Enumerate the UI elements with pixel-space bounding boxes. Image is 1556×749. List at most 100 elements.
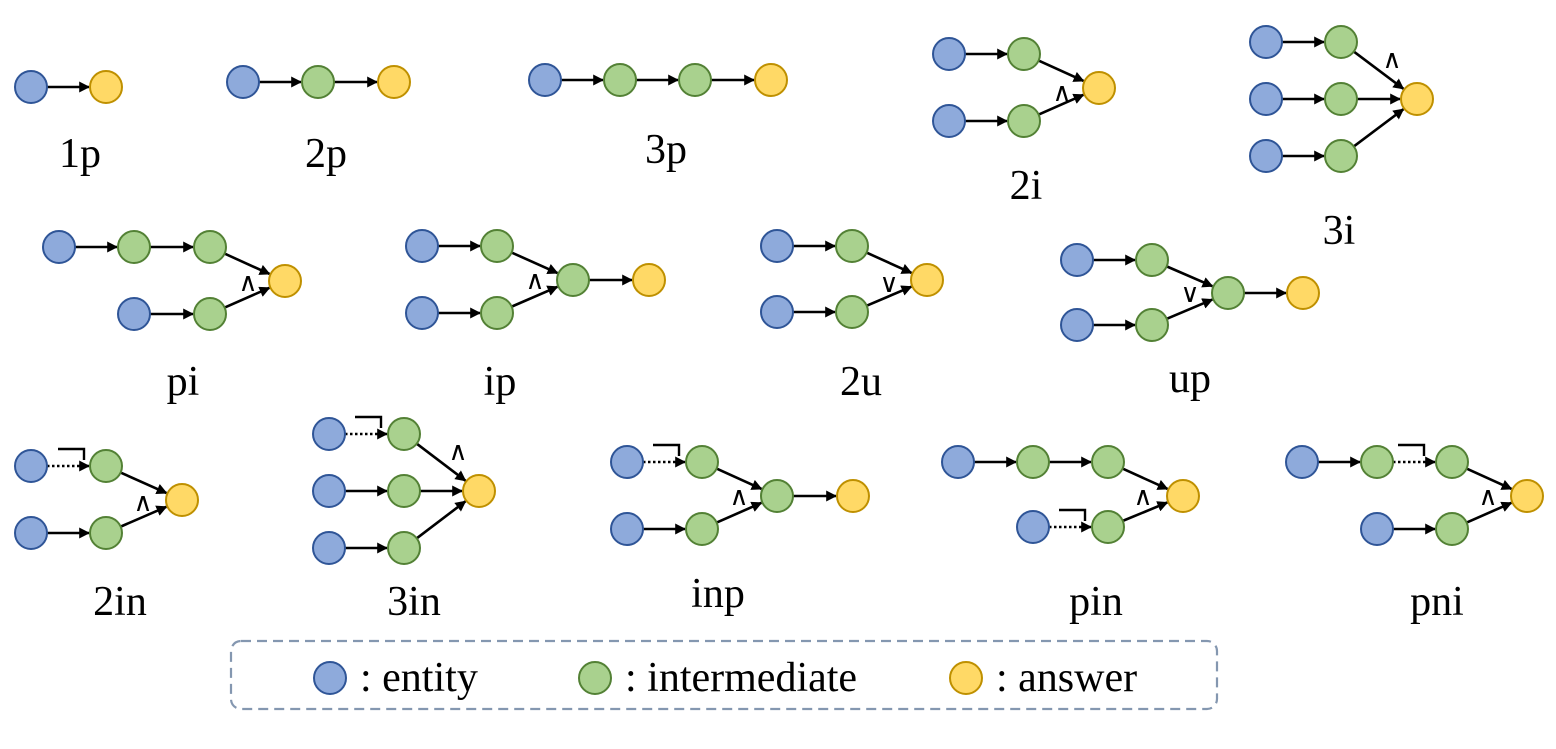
intermediate-node — [685, 445, 719, 479]
query-label-2i: 2i — [1010, 163, 1043, 209]
entity-node — [610, 445, 644, 479]
negation-symbol — [653, 443, 681, 456]
entity-node — [405, 296, 439, 330]
and-operator: ∧ — [133, 488, 152, 518]
intermediate-node — [556, 263, 590, 297]
entity-node — [14, 449, 48, 483]
relation-edge — [120, 471, 168, 495]
answer-node — [462, 474, 496, 508]
entity-node — [932, 104, 966, 138]
intermediate-node — [1007, 104, 1041, 138]
query-label-2u: 2u — [840, 359, 882, 405]
and-operator: ∧ — [1133, 482, 1152, 512]
intermediate-node — [1016, 445, 1050, 479]
and-operator: ∧ — [729, 482, 748, 512]
intermediate-node — [387, 474, 421, 508]
relation-edge — [415, 442, 467, 482]
entity-node — [1285, 445, 1319, 479]
intermediate-node — [1091, 510, 1125, 544]
relation-edge — [716, 501, 763, 524]
answer-node — [1510, 479, 1544, 513]
query-graphs: ∧∧∧∧∨∨∧∧∧∧∧ — [14, 25, 1544, 565]
intermediate-node — [835, 229, 869, 263]
entity-node — [941, 445, 975, 479]
query-graph-3i: ∧ — [1249, 25, 1434, 173]
intermediate-node — [1324, 139, 1358, 173]
query-graph-pin: ∧ — [941, 445, 1200, 544]
entity-node — [312, 531, 346, 565]
intermediate-node — [1091, 445, 1125, 479]
intermediate-node — [835, 295, 869, 329]
relation-edge — [1166, 265, 1214, 288]
answer-node — [89, 70, 123, 104]
entity-node — [117, 297, 151, 331]
relation-edge — [1122, 467, 1169, 491]
query-label-up: up — [1169, 356, 1211, 402]
legend-entity-swatch — [313, 661, 347, 695]
relation-edge — [866, 251, 913, 275]
answer-node — [1400, 82, 1434, 116]
query-graph-inp: ∧ — [610, 443, 870, 546]
intermediate-node — [678, 63, 712, 97]
legend-entity-label: : entity — [360, 655, 478, 701]
answer-node — [1286, 276, 1320, 310]
answer-node — [836, 479, 870, 513]
relation-edge — [1353, 108, 1405, 148]
query-graph-3in: ∧ — [312, 415, 496, 565]
or-operator: ∨ — [1180, 279, 1199, 309]
intermediate-node — [603, 63, 637, 97]
relation-edge — [224, 286, 271, 309]
entity-node — [610, 512, 644, 546]
intermediate-node — [1007, 37, 1041, 71]
answer-node — [632, 263, 666, 297]
entity-node — [312, 417, 346, 451]
intermediate-node — [89, 449, 123, 483]
intermediate-node — [1435, 512, 1469, 546]
intermediate-node — [760, 479, 794, 513]
relation-edge — [866, 285, 913, 307]
query-label-ip: ip — [484, 359, 517, 405]
query-graph-up: ∨ — [1060, 243, 1320, 342]
relation-edge — [1038, 93, 1085, 116]
negation-symbol — [1059, 508, 1087, 521]
legend-intermediate-swatch — [578, 661, 612, 695]
intermediate-node — [685, 512, 719, 546]
negation-symbol — [58, 447, 86, 460]
answer-node — [268, 264, 302, 298]
query-label-pi: pi — [167, 359, 200, 405]
entity-node — [1016, 510, 1050, 544]
entity-node — [760, 295, 794, 329]
legend-box — [229, 639, 1219, 711]
intermediate-node — [480, 229, 514, 263]
query-label-3in: 3in — [387, 579, 441, 625]
entity-node — [932, 37, 966, 71]
intermediate-node — [387, 417, 421, 451]
entity-node — [1249, 139, 1283, 173]
entity-node — [405, 229, 439, 263]
and-operator: ∧ — [238, 268, 257, 298]
relation-edge — [1122, 501, 1169, 523]
answer-node — [165, 483, 199, 517]
query-label-1p: 1p — [59, 131, 101, 177]
intermediate-node — [193, 297, 227, 331]
intermediate-node — [1135, 243, 1169, 277]
and-operator: ∧ — [1382, 45, 1401, 75]
query-label-pin: pin — [1069, 579, 1123, 625]
relation-edge — [1466, 501, 1513, 524]
or-operator: ∨ — [879, 269, 898, 299]
query-graph-2i: ∧ — [932, 37, 1116, 138]
intermediate-node — [89, 516, 123, 550]
and-operator: ∧ — [448, 437, 467, 467]
entity-node — [1249, 25, 1283, 59]
relation-edge — [716, 467, 763, 491]
and-operator: ∧ — [1052, 78, 1071, 108]
relation-edge — [224, 252, 271, 276]
intermediate-node — [1324, 82, 1358, 116]
entity-node — [226, 65, 260, 99]
query-label-2p: 2p — [305, 131, 347, 177]
query-label-2in: 2in — [93, 579, 147, 625]
intermediate-node — [193, 230, 227, 264]
answer-node — [1082, 71, 1116, 105]
entity-node — [312, 474, 346, 508]
